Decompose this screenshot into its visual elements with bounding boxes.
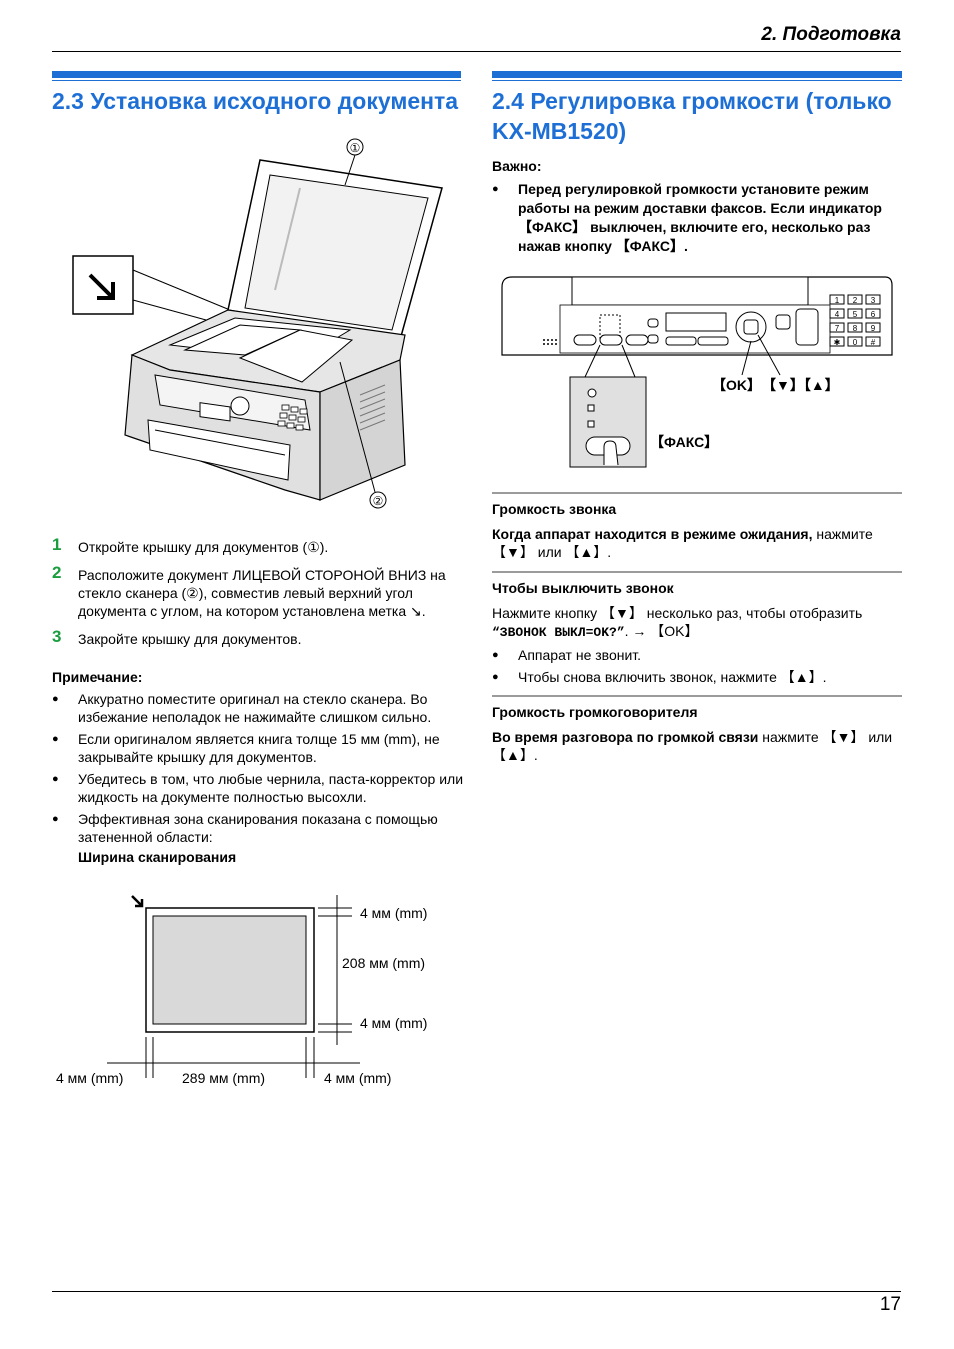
dim-height: 208 мм (mm) [342, 955, 425, 971]
note-item: Эффективная зона сканирования показана с… [52, 810, 464, 846]
key-label: 9 [871, 324, 876, 333]
arrow-keys-label: 【▼】【▲】 [762, 377, 839, 393]
key-label: 2 [853, 296, 858, 305]
ring-volume-text: Когда аппарат находится в режиме ожидани… [492, 525, 904, 561]
speaker-volume-text: Во время разговора по громкой связи нажм… [492, 728, 904, 764]
speaker-volume-block: Громкость громкоговорителя Во время разг… [492, 703, 904, 764]
key-label: 5 [853, 310, 858, 319]
section-bar-left-thin [52, 80, 461, 81]
ring-off-text-before: Нажмите кнопку 【▼】 несколько раз, чтобы … [492, 605, 863, 621]
section-bar-right [492, 71, 902, 78]
step-item: 2 Расположите документ ЛИЦЕВОЙ СТОРОНОЙ … [52, 563, 462, 620]
fax-label: 【ФАКС】 [650, 434, 718, 450]
key-label: ✱ [834, 338, 841, 347]
step-number: 1 [52, 535, 62, 554]
notes-block: Примечание: Аккуратно поместите оригинал… [52, 668, 464, 866]
step-text: Откройте крышку для документов (①). [78, 539, 329, 555]
ring-off-block: Чтобы выключить звонок Нажмите кнопку 【▼… [492, 579, 904, 686]
speaker-volume-rest: нажмите 【▼】 или 【▲】. [492, 729, 893, 763]
divider [492, 695, 902, 697]
scan-width-label: Ширина сканирования [78, 849, 237, 865]
page-number: 17 [879, 1294, 901, 1315]
corner-mark-box [72, 255, 134, 315]
step-number: 3 [52, 627, 62, 646]
corner-arrow-icon [131, 895, 144, 908]
dim-left: 4 мм (mm) [56, 1070, 123, 1086]
ring-volume-bold: Когда аппарат находится в режиме ожидани… [492, 526, 813, 542]
section-title-2-4: 2.4 Регулировка громкости (только KX-MB1… [492, 86, 907, 146]
note-item: Аккуратно поместите оригинал на стекло с… [52, 690, 464, 726]
step-item: 1 Откройте крышку для документов (①). [52, 535, 462, 556]
steps-list: 1 Откройте крышку для документов (①). 2 … [52, 535, 462, 648]
lcd-message: “ЗВОНОК ВЫКЛ=OK?” [492, 625, 625, 640]
divider [492, 571, 902, 573]
note-item: Убедитесь в том, что любые чернила, паст… [52, 770, 464, 806]
section-title-2-3: 2.3 Установка исходного документа [52, 88, 459, 114]
header-rule [52, 51, 901, 52]
ring-off-text-after: . → 【OK】 [624, 623, 699, 639]
chapter-title: 2. Подготовка [761, 24, 901, 45]
dim-bottom: 4 мм (mm) [360, 1015, 427, 1031]
ring-volume-rest: нажмите 【▼】 или 【▲】. [492, 526, 873, 560]
ok-label: 【OK】 [712, 377, 761, 393]
step-text: Расположите документ ЛИЦЕВОЙ СТОРОНОЙ ВН… [78, 567, 446, 619]
ring-volume-block: Громкость звонка Когда аппарат находится… [492, 500, 904, 561]
section-bar-right-thin [492, 80, 902, 81]
scan-area-diagram: 4 мм (mm) 208 мм (mm) 4 мм (mm) 4 мм (mm… [56, 895, 427, 1086]
ring-volume-heading: Громкость звонка [492, 501, 617, 517]
step-text: Закройте крышку для документов. [78, 631, 302, 647]
footer-rule [52, 1291, 901, 1292]
ring-off-text: Нажмите кнопку 【▼】 несколько раз, чтобы … [492, 604, 904, 642]
important-text: Перед регулировкой громкости установите … [492, 180, 904, 256]
important-label: Важно: [492, 158, 542, 174]
key-label: 7 [835, 324, 840, 333]
note-item: Если оригиналом является книга толще 15 … [52, 730, 464, 766]
key-label: # [871, 338, 876, 347]
speaker-volume-bold: Во время разговора по громкой связи [492, 729, 759, 745]
step-item: 3 Закройте крышку для документов. [52, 627, 462, 648]
section-title-line1: 2.4 Регулировка громкости (только [492, 88, 892, 114]
dim-right: 4 мм (mm) [324, 1070, 391, 1086]
key-label: 1 [835, 296, 840, 305]
ring-off-bullet: Аппарат не звонит. [492, 646, 904, 664]
note-heading: Примечание: [52, 669, 143, 685]
scan-area [152, 915, 307, 1025]
divider [492, 492, 902, 494]
step-number: 2 [52, 563, 62, 582]
dim-width: 289 мм (mm) [182, 1070, 265, 1086]
key-label: 6 [871, 310, 876, 319]
key-label: 8 [853, 324, 858, 333]
scanner-illustration: ① ② [72, 138, 443, 509]
callout-2-label: ② [373, 494, 384, 508]
corner-arrow-icon [88, 273, 115, 300]
important-block: Важно: Перед регулировкой громкости уста… [492, 157, 904, 256]
key-label: 0 [853, 338, 858, 347]
key-label: 3 [871, 296, 876, 305]
speaker-volume-heading: Громкость громкоговорителя [492, 704, 698, 720]
section-title-line2: KX-MB1520) [492, 118, 627, 144]
ring-off-bullet: Чтобы снова включить звонок, нажмите 【▲】… [492, 668, 904, 686]
dim-top: 4 мм (mm) [360, 905, 427, 921]
key-label: 4 [835, 310, 840, 319]
ring-off-heading: Чтобы выключить звонок [492, 580, 674, 596]
control-panel-illustration: 1 2 3 4 5 6 7 8 9 ✱ 0 # 【OK】 【▼】【▲】 【ФАК… [501, 276, 893, 468]
callout-1-label: ① [350, 141, 361, 155]
section-bar-left [52, 71, 461, 78]
callout-2-circle [369, 491, 387, 509]
